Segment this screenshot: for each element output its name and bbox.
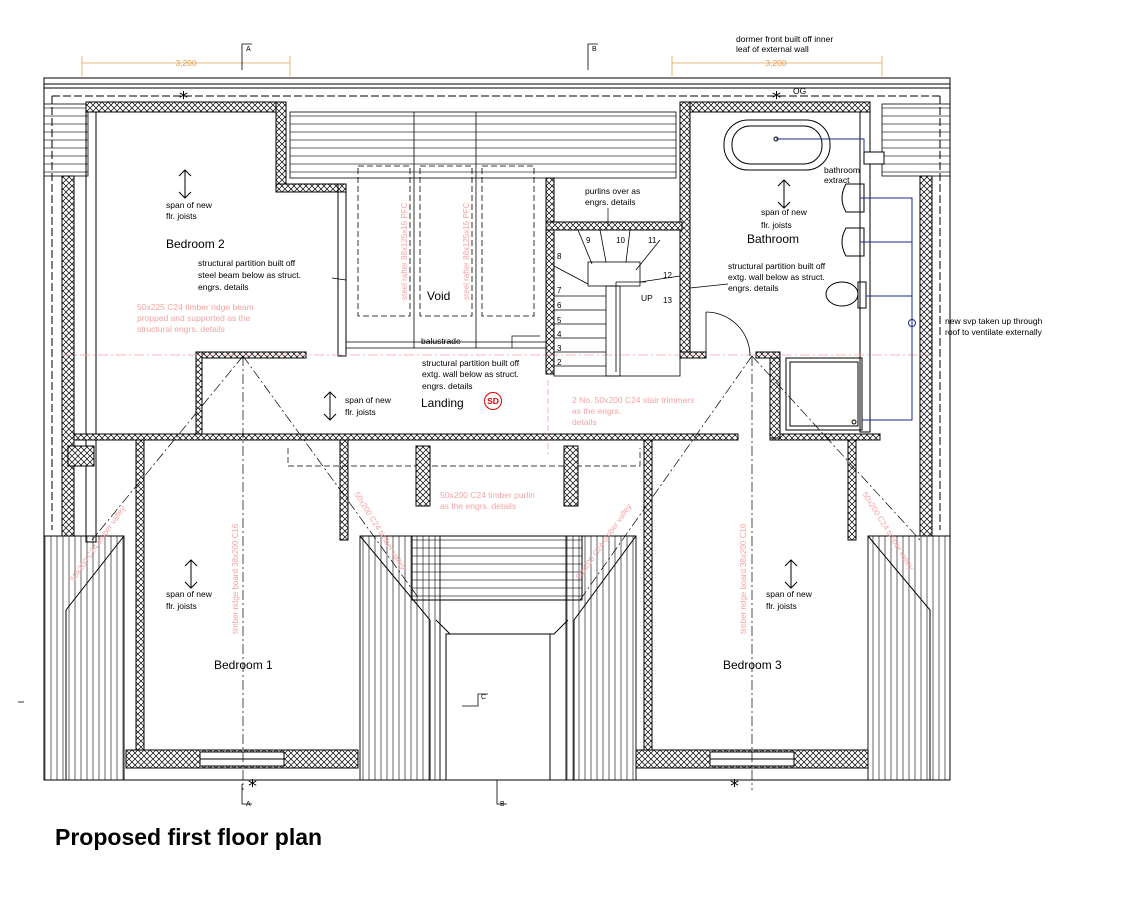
ridge-beam-note-line3: structural engrs. details xyxy=(137,324,225,334)
partition-bedroom2-line1: structural partition built off xyxy=(198,258,296,268)
partition-bathroom-line1: structural partition built off xyxy=(728,261,826,271)
svp-note-line2: roof to ventilate externally xyxy=(945,327,1043,337)
ridge-beam-note-line1: 50x225 C24 timber ridge beam xyxy=(137,302,254,312)
room-label-void: Void xyxy=(427,289,450,303)
purlin-post-right xyxy=(563,445,579,507)
leader-lines xyxy=(331,208,729,348)
bedroom2-joist-line1: span of new xyxy=(166,200,213,210)
ridge-board-note-left: timber ridge board 38x200 C16 xyxy=(231,523,240,634)
stair-trimmers-note-line2: as the engrs. xyxy=(572,406,621,416)
external-walls xyxy=(61,101,933,543)
stair-step-number: 13 xyxy=(663,296,672,305)
steel-rafter-note: steel rafter 88x125x15 PFC xyxy=(462,202,471,300)
partition-landing-line3: engrs. details xyxy=(422,381,473,391)
bathroom-door xyxy=(705,311,751,357)
purlins-note-line2: engrs. details xyxy=(585,197,636,207)
room-label-bedroom1: Bedroom 1 xyxy=(214,658,273,672)
partition-bathroom-line3: engrs. details xyxy=(728,283,779,293)
extract-fan xyxy=(863,151,885,165)
plan-title: Proposed first floor plan xyxy=(55,824,323,850)
stair-step-number: 6 xyxy=(557,301,562,310)
joist-arrows xyxy=(178,169,798,589)
stair-step-number: 10 xyxy=(616,236,625,245)
valley-lines xyxy=(65,535,931,780)
partition-bedroom2-line2: steel beam below as struct. xyxy=(198,270,301,280)
purlin-outline xyxy=(287,448,641,467)
asterisk-marker: * xyxy=(248,776,257,797)
section-mark-a-top: A xyxy=(246,46,251,53)
stair-trimmers-note-line3: details xyxy=(572,417,597,427)
purlins-note-line1: purlins over as xyxy=(585,186,640,196)
stair-step-number: 7 xyxy=(557,286,562,295)
bedroom1-joist-line1: span of new xyxy=(166,589,213,599)
washbasins xyxy=(841,183,865,257)
eaves-boarding xyxy=(43,103,951,179)
section-mark-a-bottom: A xyxy=(246,801,251,808)
dormer-note-line2: leaf of external wall xyxy=(736,44,809,54)
shower-tray xyxy=(785,357,863,431)
room-label-landing: Landing xyxy=(421,396,464,410)
bathroom-extract-line2: extract xyxy=(824,175,850,185)
ridge-board-note-right: timber ridge board 38x200 C16 xyxy=(739,523,748,634)
staircase xyxy=(553,229,681,377)
section-markers xyxy=(18,43,598,805)
room-label-bathroom: Bathroom xyxy=(747,232,799,246)
ridge-lines xyxy=(91,355,921,790)
asterisk-marker: * xyxy=(772,88,781,109)
bedroom2-joist-line2: flr. joists xyxy=(166,211,197,221)
stair-trimmers-note-line1: 2 No. 50x200 C24 stair trimmers xyxy=(572,395,694,405)
wc xyxy=(825,281,867,309)
bathroom-joist-line1: span of new xyxy=(761,207,808,217)
svp-note-line1: new svp taken up through xyxy=(945,316,1043,326)
room-label-bedroom2: Bedroom 2 xyxy=(166,237,225,251)
roof-outline xyxy=(43,77,951,781)
ridge-beam-note-line2: propped and supported as the xyxy=(137,313,251,323)
dimension-right: 3,200 xyxy=(765,58,787,68)
dormer-note-line1: dormer front built off inner xyxy=(736,34,833,44)
central-gable xyxy=(411,535,583,781)
stair-step-number: 5 xyxy=(557,316,562,325)
stair-step-number: 4 xyxy=(557,330,562,339)
purlin-post-left xyxy=(415,445,431,507)
stair-up-label: UP xyxy=(641,293,653,303)
bath-tub xyxy=(723,119,831,171)
partition-bathroom-line2: extg. wall below as struct. xyxy=(728,272,825,282)
bedroom1-joist-line2: flr. joists xyxy=(166,601,197,611)
partition-landing-line1: structural partition built off xyxy=(422,358,520,368)
bathroom-joist-line2: flr. joists xyxy=(761,220,792,230)
steel-rafter-note: steel rafter 88x125x15 PFC xyxy=(400,202,409,300)
bedroom3-joist-line1: span of new xyxy=(766,589,813,599)
dimension-left: 3,200 xyxy=(175,58,197,68)
section-mark-c: C xyxy=(481,694,486,701)
asterisk-marker: * xyxy=(179,88,188,109)
balustrade-label: balustrade xyxy=(421,336,461,346)
smoke-detector-label: SD xyxy=(487,396,499,406)
dimension-lines xyxy=(81,56,883,76)
section-mark-b-bottom: B xyxy=(500,801,505,808)
section-mark-b-top: B xyxy=(592,46,597,53)
landing-joist-line2: flr. joists xyxy=(345,407,376,417)
og-note: OG xyxy=(793,86,806,96)
landing-joist-line1: span of new xyxy=(345,395,392,405)
stair-step-number: 3 xyxy=(557,344,562,353)
purlin-note-line1: 50x200 C24 timber purlin xyxy=(440,490,535,500)
bedroom3-joist-line2: flr. joists xyxy=(766,601,797,611)
void-area xyxy=(346,112,546,349)
bottom-walls xyxy=(125,749,869,769)
stair-step-number: 2 xyxy=(557,358,562,367)
stair-step-number: 11 xyxy=(648,236,657,245)
stair-step-number: 9 xyxy=(586,236,591,245)
smoke-detector: SD xyxy=(484,392,502,410)
stair-step-number: 12 xyxy=(663,271,672,280)
bathroom-extract-line1: bathroom xyxy=(824,165,860,175)
purlin-note-line2: as the engrs. details xyxy=(440,501,516,511)
asterisk-marker: * xyxy=(730,776,739,797)
partition-bedroom2-line3: engrs. details xyxy=(198,282,249,292)
room-label-bedroom3: Bedroom 3 xyxy=(723,658,782,672)
partition-landing-line2: extg. wall below as struct. xyxy=(422,369,519,379)
stair-step-number: 8 xyxy=(557,252,562,261)
